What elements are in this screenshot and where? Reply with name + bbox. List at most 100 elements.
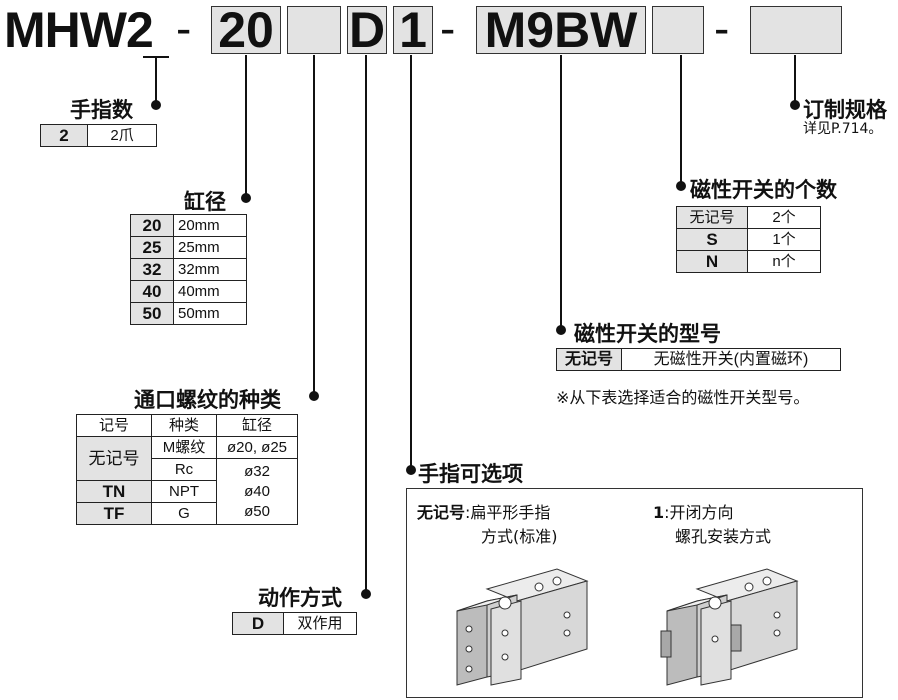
port-table: 记号 种类 缸径 无记号 M螺纹 ø20, ø25 Rc ø32 ø40 ø50…: [76, 414, 298, 525]
switch-model-title: 磁性开关的型号: [574, 322, 721, 346]
table-row: 2 2爪: [40, 124, 157, 147]
table-cell: 2个: [747, 206, 821, 229]
switch-code-box: M9BW: [476, 5, 646, 55]
table-cell: TN: [76, 480, 152, 503]
fingers-table: 2 2爪: [40, 124, 157, 147]
table-header: 种类: [151, 414, 217, 437]
table-cell: 无记号: [76, 436, 152, 481]
table-cell: NPT: [151, 480, 217, 503]
table-row: 记号 种类 缸径: [76, 414, 298, 437]
code-separator: -: [176, 2, 192, 54]
switch-model-table: 无记号 无磁性开关(内置磁环): [556, 348, 841, 371]
model-prefix: MHW2: [4, 2, 154, 58]
connector-dot: [309, 391, 319, 401]
table-cell: M螺纹: [151, 436, 217, 459]
connector-dot: [151, 100, 161, 110]
finger-option-panel: 无记号:扁平形手指 方式(标准) 1:开闭方向 螺孔安装方式: [406, 488, 863, 698]
fingers-underline: [143, 56, 169, 58]
table-cell: 2: [40, 124, 88, 147]
option-code-box: [750, 6, 842, 54]
bore-code-box: 20: [211, 5, 281, 55]
action-title: 动作方式: [258, 586, 342, 610]
finger-option-tapped: 1:开闭方向: [653, 499, 734, 523]
table-cell: TF: [76, 502, 152, 525]
table-cell: 32: [130, 258, 174, 281]
table-row: D 双作用: [232, 612, 357, 635]
bore-value: ø50: [244, 502, 270, 520]
connector-line: [794, 55, 796, 105]
table-cell: G: [151, 502, 217, 525]
custom-note: 详见P.714。: [803, 121, 883, 137]
code-separator: -: [714, 2, 730, 54]
table-row: TF G: [76, 502, 298, 525]
table-cell: 20mm: [173, 214, 247, 237]
table-header: 缸径: [216, 414, 298, 437]
connector-dot: [241, 193, 251, 203]
option-label: 方式(标准): [481, 527, 558, 546]
option-label: 螺孔安装方式: [675, 527, 772, 546]
table-cell: 2爪: [87, 124, 157, 147]
table-row: 无记号 M螺纹 ø20, ø25: [76, 436, 298, 481]
connector-line: [245, 55, 247, 197]
switch-model-note: ※从下表选择适合的磁性开关型号。: [556, 388, 810, 407]
table-row: Rc ø32 ø40 ø50: [77, 458, 298, 525]
port-title: 通口螺纹的种类: [134, 388, 281, 412]
table-cell: 无记号: [556, 348, 622, 371]
connector-dot: [790, 100, 800, 110]
table-cell: N: [676, 250, 748, 273]
table-cell: 无记号: [676, 206, 748, 229]
connector-line: [313, 55, 315, 395]
table-header: 记号: [76, 414, 152, 437]
option-label: 开闭方向: [669, 503, 734, 522]
bore-value: ø32: [244, 462, 270, 480]
table-cell: 32mm: [173, 258, 247, 281]
count-code-box: [652, 6, 704, 54]
code-separator: -: [440, 2, 456, 54]
connector-dot: [556, 325, 566, 335]
finger-code-box: 1: [393, 5, 433, 55]
connector-dot: [406, 465, 416, 475]
table-cell: 20: [130, 214, 174, 237]
connector-line: [155, 58, 157, 104]
bore-value: ø40: [244, 482, 270, 500]
connector-line: [680, 55, 682, 189]
finger-option-title: 手指可选项: [418, 462, 523, 486]
fingers-title: 手指数: [70, 98, 133, 122]
flat-finger-gripper-image: [456, 568, 589, 686]
finger-option-standard: 无记号:扁平形手指: [417, 499, 550, 523]
tapped-finger-gripper-image: [660, 568, 799, 686]
switch-count-title: 磁性开关的个数: [690, 178, 837, 202]
connector-dot: [361, 589, 371, 599]
option-separator: :: [465, 503, 471, 522]
table-cell: 50: [130, 302, 174, 325]
table-row: 无记号 无磁性开关(内置磁环): [556, 348, 841, 371]
port-code-box: [287, 6, 341, 54]
table-cell: 40mm: [173, 280, 247, 303]
table-cell: 双作用: [283, 612, 357, 635]
action-table: D 双作用: [232, 612, 357, 635]
table-cell: S: [676, 228, 748, 251]
table-cell: D: [232, 612, 284, 635]
table-cell: 25mm: [173, 236, 247, 259]
table-cell: Rc: [151, 458, 217, 481]
table-cell: 25: [130, 236, 174, 259]
connector-line: [410, 55, 412, 473]
table-cell: ø20, ø25: [216, 436, 298, 459]
table-cell: 50mm: [173, 302, 247, 325]
table-row: TN NPT: [76, 480, 298, 503]
connector-line: [560, 55, 562, 330]
bore-title: 缸径: [184, 190, 226, 214]
action-code-box: D: [347, 2, 387, 58]
table-cell: 1个: [747, 228, 821, 251]
option-key: 1: [653, 503, 665, 522]
